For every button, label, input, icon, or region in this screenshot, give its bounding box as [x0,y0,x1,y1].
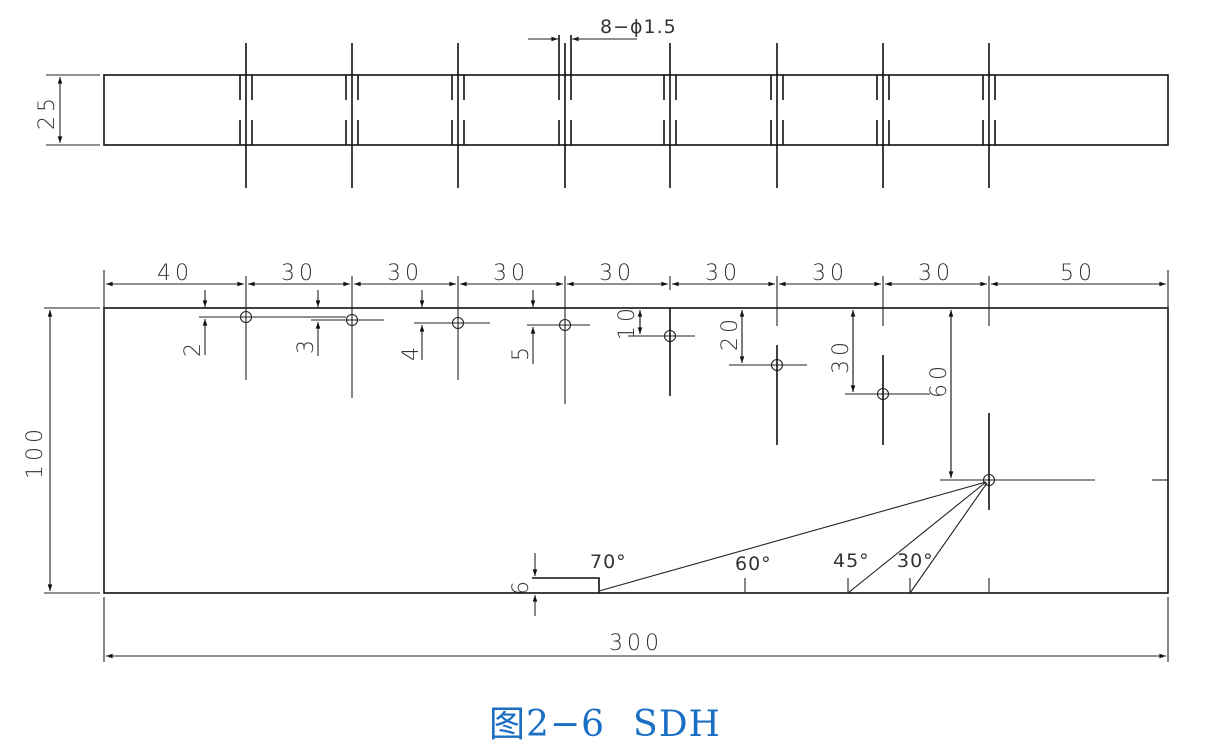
spacing-dim-4: 30 [493,261,529,286]
top-view-outline [103,74,1169,146]
figure-caption: 图2−6 SDH [0,695,1210,747]
svg-text:3: 3 [294,336,319,354]
top-view-holes [239,35,996,188]
svg-text:20: 20 [718,315,743,351]
angle-label-70: 70° [590,551,627,573]
angle-label-45: 45° [833,550,870,572]
hole-depth-10: 10 [615,304,695,396]
spacing-dim-2: 30 [281,261,317,286]
spacing-dim-5: 30 [599,261,635,286]
spacing-dim-7: 30 [812,261,848,286]
svg-text:60: 60 [927,362,952,398]
hole-depth-30: 30 [829,310,930,445]
svg-text:30: 30 [829,338,854,374]
notch [532,577,600,593]
svg-text:2: 2 [181,339,206,357]
top-hole-7 [876,43,890,188]
top-hole-3 [451,43,465,188]
hole-depth-5: 5 [509,290,590,364]
top-hole-4 [558,35,572,188]
svg-text:5: 5 [509,343,534,361]
top-hole-2 [345,43,359,188]
hole-depth-3: 3 [294,290,384,356]
spacing-dim-9: 50 [1060,261,1096,286]
svg-text:10: 10 [615,304,640,340]
hole-diameter-note: 8−ϕ1.5 [600,16,677,38]
length-dim: 300 [609,631,663,656]
svg-text:4: 4 [399,343,424,361]
top-hole-5 [663,43,677,188]
hole-depth-60: 60 [927,310,1168,510]
spacing-dim-6: 30 [705,261,741,286]
angle-label-60: 60° [735,553,772,575]
front-view: 40 30 30 30 30 30 30 30 50 100 2 3 4 [23,261,1169,662]
spacing-dim-1: 40 [157,261,193,286]
hole-depth-20: 20 [718,310,807,445]
top-hole-8 [982,43,996,188]
front-height-dim: 100 [23,425,48,479]
top-view: 25 8−ϕ1.5 [35,16,1169,188]
spacing-dim-3: 30 [387,261,423,286]
spacing-dim-8: 30 [918,261,954,286]
hole-depth-2: 2 [181,290,346,357]
angle-label-30: 30° [897,550,934,572]
hole-depth-4: 4 [399,290,490,361]
top-height-dim: 25 [35,94,60,130]
figure-number: 图2−6 [489,704,606,745]
side-drilled-holes: 2 3 4 5 10 20 30 [181,290,1168,510]
notch-dim: 6 [509,577,534,595]
front-view-outline [103,307,1169,594]
figure-title: SDH [633,704,721,745]
top-hole-1 [239,43,253,188]
top-hole-6 [770,43,784,188]
angle-beam-lines [598,481,988,594]
